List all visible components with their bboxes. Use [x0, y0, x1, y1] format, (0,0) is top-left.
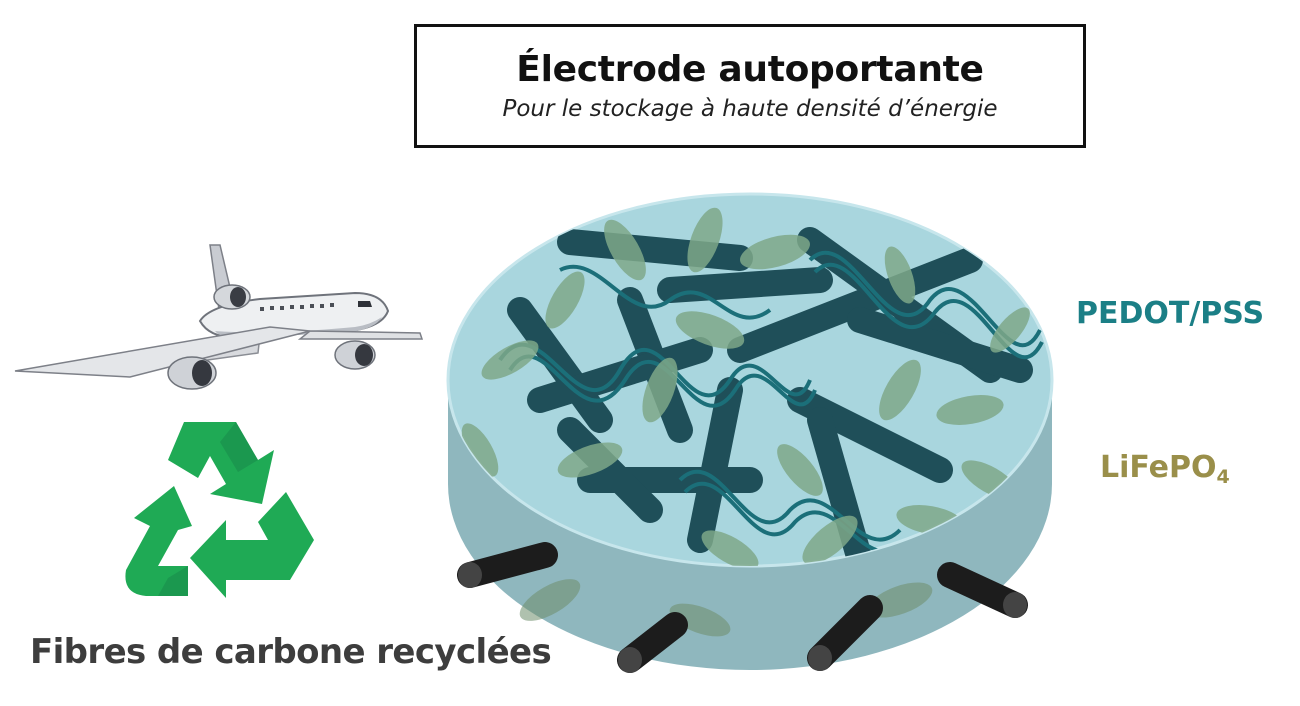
recycle-icon: [125, 422, 314, 598]
airplane-icon: [14, 244, 424, 390]
recycled-carbon-fibres-label: Fibres de carbone recyclées: [30, 632, 552, 672]
lifepo4-particles: [461, 207, 1030, 566]
lifepo4-label-subscript: 4: [1216, 466, 1230, 488]
lifepo4-label: LiFePO4: [1100, 450, 1230, 488]
protruding-fibres: [457, 542, 1028, 673]
electrode-disc: [446, 192, 1054, 673]
diagram-title: Électrode autoportante: [516, 49, 984, 90]
title-box: Électrode autoportante Pour le stockage …: [414, 24, 1086, 148]
pedot-pss-label: PEDOT/PSS: [1076, 296, 1265, 331]
diagram-subtitle: Pour le stockage à haute densité d’énerg…: [502, 96, 998, 122]
lifepo4-label-base: LiFePO: [1100, 450, 1217, 485]
